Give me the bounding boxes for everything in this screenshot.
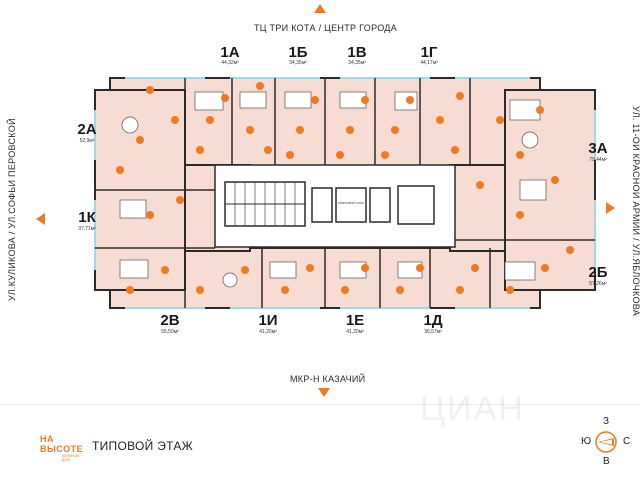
- room-markers: [116, 82, 574, 294]
- apartment-code: 2Б: [588, 264, 608, 281]
- windows: [94, 77, 596, 309]
- apartment-code: 1И: [258, 312, 278, 329]
- apartment-area: 37,71м²: [78, 226, 96, 232]
- apartment-area: 79,44м²: [589, 157, 607, 163]
- logo-subtitle: КЛУБНЫЙ ДОМ: [62, 454, 79, 462]
- apartment-area: 41,20м²: [346, 329, 364, 335]
- furniture: [119, 91, 547, 288]
- compass-south-label: В: [603, 456, 610, 467]
- arrow-up-icon: [314, 4, 326, 13]
- apartment-area: 41,20м²: [259, 329, 277, 335]
- apartment-code: 1Е: [345, 312, 365, 329]
- apartment-area: 34,35м²: [348, 60, 366, 66]
- apartment-code: 2В: [160, 312, 180, 329]
- apartment-code: 1Г: [420, 44, 438, 61]
- arrow-right-icon: [606, 202, 615, 214]
- arrow-down-icon: [318, 388, 330, 397]
- apartment-area: 55,50м²: [161, 329, 179, 335]
- apartment-area: 44,17м²: [420, 60, 438, 66]
- logo-title: НА ВЫСОТЕ: [40, 434, 84, 454]
- building-core: [224, 181, 435, 227]
- footer-bar: [0, 404, 640, 481]
- elevator-hall-label: ЛИФТОВОЙ ХОЛЛ: [338, 201, 364, 205]
- apartment-code: 1К: [78, 209, 96, 226]
- apartment-code: 1Б: [288, 44, 308, 61]
- compass-west-label: Ю: [581, 436, 592, 447]
- apartment-code: 2А: [77, 121, 97, 138]
- floor-type-label: ТИПОВОЙ ЭТАЖ: [92, 439, 194, 453]
- street-label-bottom: МКР-Н КАЗАЧИЙ: [290, 374, 366, 384]
- apartment-code: 1А: [220, 44, 240, 61]
- apartment-area: 52,9м²: [79, 138, 95, 144]
- street-label-top: ТЦ ТРИ КОТА / ЦЕНТР ГОРОДА: [254, 23, 398, 33]
- partition-walls: [95, 78, 595, 308]
- compass-icon: [595, 431, 617, 453]
- cian-watermark: ЦИАН: [420, 390, 525, 428]
- apartment-code: 1Д: [423, 312, 443, 329]
- apartment-area: 44,32м²: [221, 60, 239, 66]
- apartment-area: 36,57м²: [424, 329, 442, 335]
- apartment-code: 3А: [588, 140, 608, 157]
- brand-logo: НА ВЫСОТЕ КЛУБНЫЙ ДОМ: [40, 434, 83, 462]
- apartment-area: 57,26м²: [589, 281, 607, 287]
- compass-east-label: С: [623, 436, 631, 447]
- apartment-area: 34,35м²: [289, 60, 307, 66]
- compass-north-label: З: [603, 416, 610, 427]
- apartment-code: 1В: [347, 44, 367, 61]
- arrow-left-icon: [36, 213, 45, 225]
